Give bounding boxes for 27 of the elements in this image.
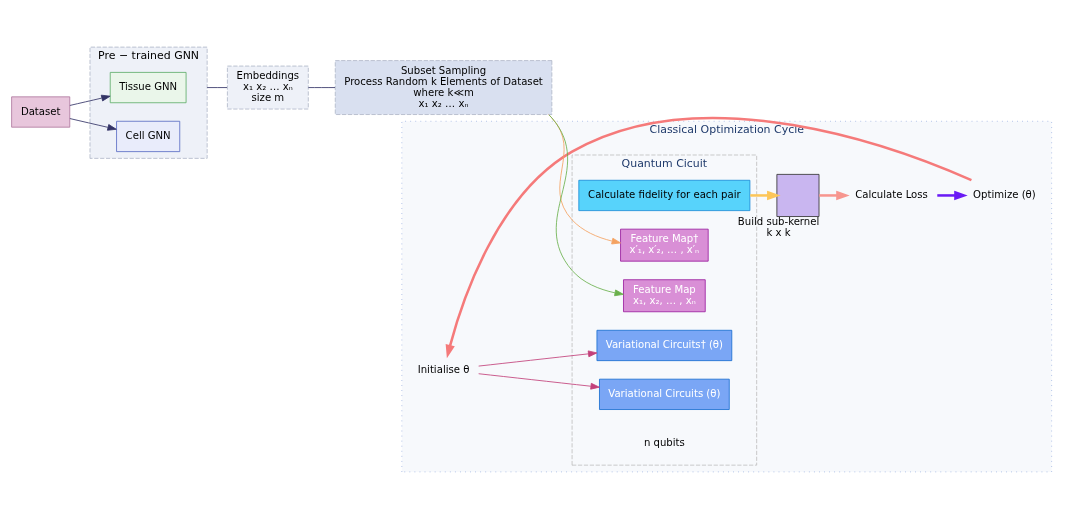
node-box: Tissue GNN <box>109 71 187 103</box>
node-box: Variational Circuits (θ) <box>599 378 730 410</box>
node-box <box>776 173 820 217</box>
arrow <box>478 372 600 390</box>
connector <box>307 86 336 88</box>
node-label: Build sub-kernel <box>737 215 820 227</box>
arrow <box>478 349 598 366</box>
node-text: Optimize (θ) <box>973 188 1036 200</box>
arrow <box>445 116 972 358</box>
node-box: Calculate fidelity for each pair <box>578 179 751 211</box>
arrow <box>750 190 781 200</box>
node-box: Dataset <box>11 95 71 128</box>
arrow <box>819 190 850 200</box>
node-text: Calculate Loss <box>855 188 928 200</box>
node-box: Subset Sampling Process Random k Elements of Dataset where k≪m x₁ x₂ … xₙ <box>334 59 553 115</box>
node-box: Feature Map x₁, x₂, … , xₙ <box>623 278 706 312</box>
node-text: Initialise θ <box>417 363 470 375</box>
node-box: Variational Circuits† (θ) <box>596 329 733 361</box>
node-box: Cell GNN <box>116 120 181 152</box>
arrow <box>69 117 117 131</box>
label: n qubits <box>643 436 685 448</box>
arrow <box>937 190 968 200</box>
arrow <box>69 94 111 106</box>
connector <box>206 86 228 88</box>
node-box: Embeddings x₁ x₂ … xₙ size m <box>226 65 309 109</box>
node-label: k x k <box>766 226 791 238</box>
node-box: Feature Map† x′₁, x′₂, … , x′ₙ <box>620 228 709 262</box>
